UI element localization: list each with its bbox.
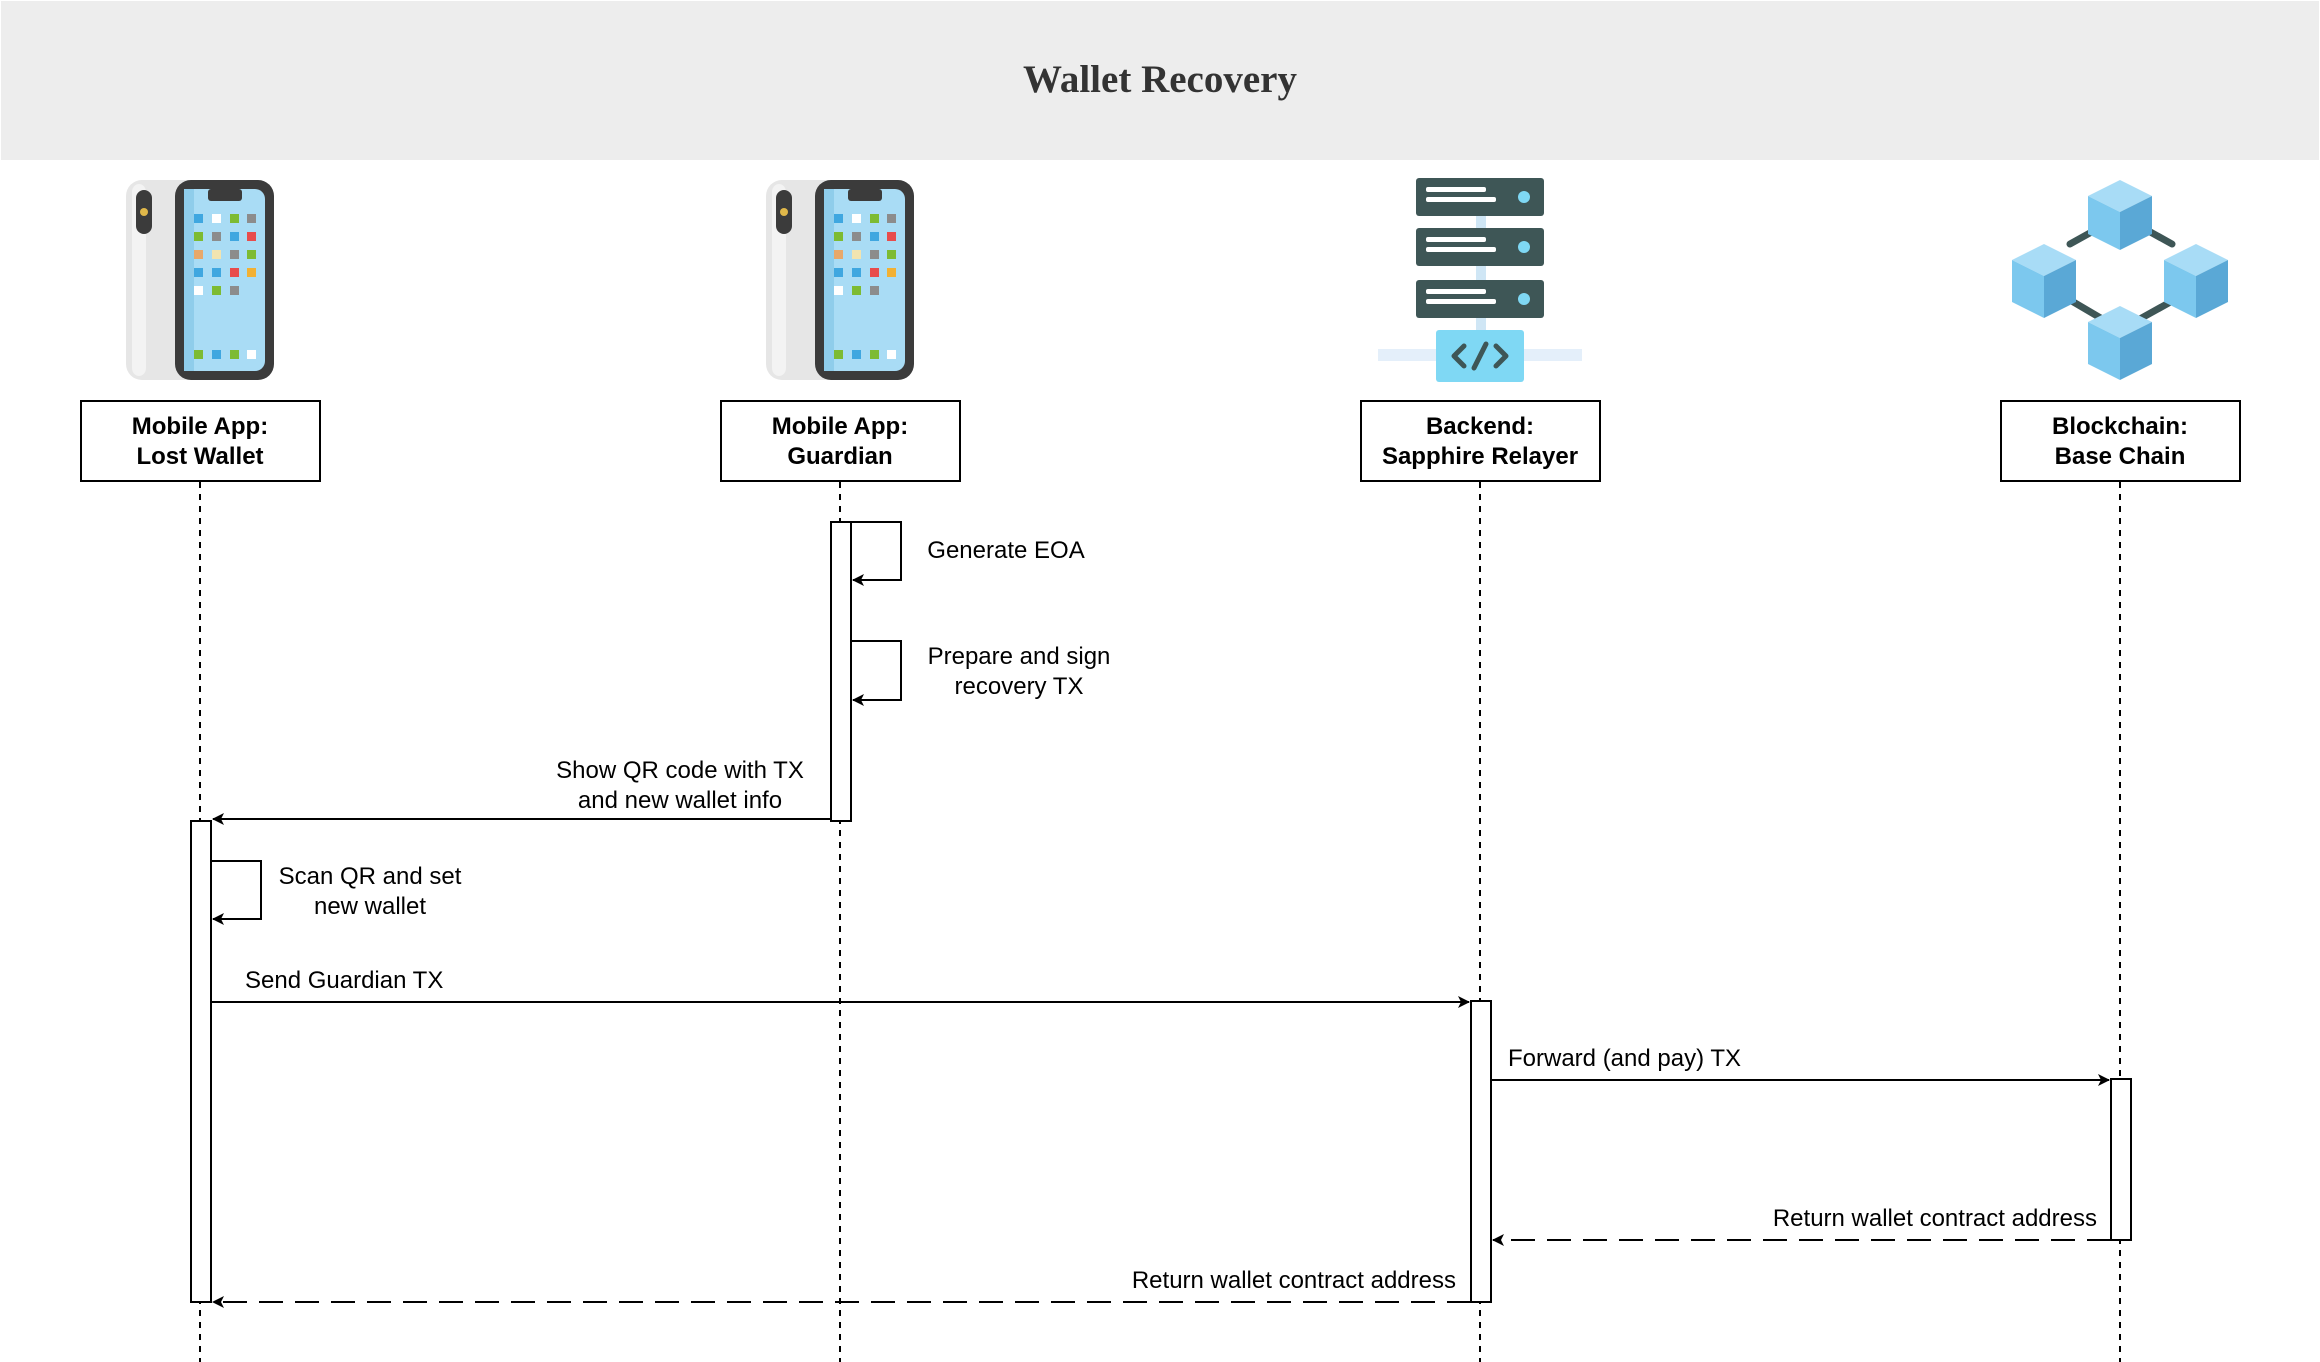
participant-relayer-type: Backend: (1426, 413, 1534, 440)
participant-lost-wallet: Mobile App: Lost Wallet (80, 400, 321, 482)
participant-relayer-name: Sapphire Relayer (1382, 443, 1578, 470)
message-return-address-relayer: Return wallet contract address (212, 1267, 1471, 1308)
participant-relayer: Backend: Sapphire Relayer (1360, 400, 1601, 482)
participant-guardian-name: Guardian (787, 443, 892, 470)
message-label-line2: and new wallet info (578, 787, 782, 814)
message-label: Forward (and pay) TX (1508, 1045, 1741, 1072)
message-generate-eoa: Generate EOA (851, 521, 1085, 586)
self-arrow (851, 521, 902, 586)
title-bar-background (1, 1, 2319, 160)
message-label: Return wallet contract address (1132, 1267, 1456, 1294)
activation-bar-lost-wallet (190, 820, 212, 1303)
message-label-line2: new wallet (314, 893, 426, 920)
activation-bars (190, 521, 2132, 1303)
title-bar: Wallet Recovery (1, 1, 2319, 160)
message-label-line2: recovery TX (955, 673, 1084, 700)
participant-base-chain-type: Blockchain: (2052, 413, 2188, 440)
message-label-line1: Scan QR and set (279, 863, 462, 890)
blockchain-cubes-icon (2012, 180, 2228, 380)
participant-lost-wallet-type: Mobile App: (132, 413, 268, 440)
message-label: Send Guardian TX (245, 967, 443, 994)
participant-guardian-type: Mobile App: (772, 413, 908, 440)
participant-base-chain-name: Base Chain (2055, 443, 2186, 470)
phone-icon (126, 180, 274, 380)
message-send-guardian-tx: Send Guardian TX (211, 967, 1470, 1008)
message-return-address-chain: Return wallet contract address (1492, 1205, 2111, 1246)
participant-guardian: Mobile App: Guardian (720, 400, 961, 482)
diagram-title: Wallet Recovery (1023, 58, 1297, 101)
server-code-icon (1378, 178, 1582, 382)
activation-bar-relayer (1470, 1000, 1492, 1303)
participant-lost-wallet-name: Lost Wallet (136, 443, 263, 470)
message-show-qr-code: Show QR code with TX and new wallet info (212, 757, 831, 825)
message-label: Generate EOA (927, 537, 1084, 564)
message-forward-tx: Forward (and pay) TX (1491, 1045, 2110, 1086)
self-arrow (211, 860, 262, 925)
message-label-line1: Prepare and sign (928, 643, 1111, 670)
message-prepare-sign-recovery: Prepare and sign recovery TX (851, 640, 1111, 706)
message-label-line1: Show QR code with TX (556, 757, 804, 784)
participant-base-chain: Blockchain: Base Chain (2000, 400, 2241, 482)
activation-bar-guardian (830, 521, 852, 822)
message-scan-qr: Scan QR and set new wallet (211, 860, 462, 925)
phone-icon (766, 180, 914, 380)
message-label: Return wallet contract address (1773, 1205, 2097, 1232)
activation-bar-base-chain (2110, 1078, 2132, 1241)
self-arrow (851, 640, 902, 706)
